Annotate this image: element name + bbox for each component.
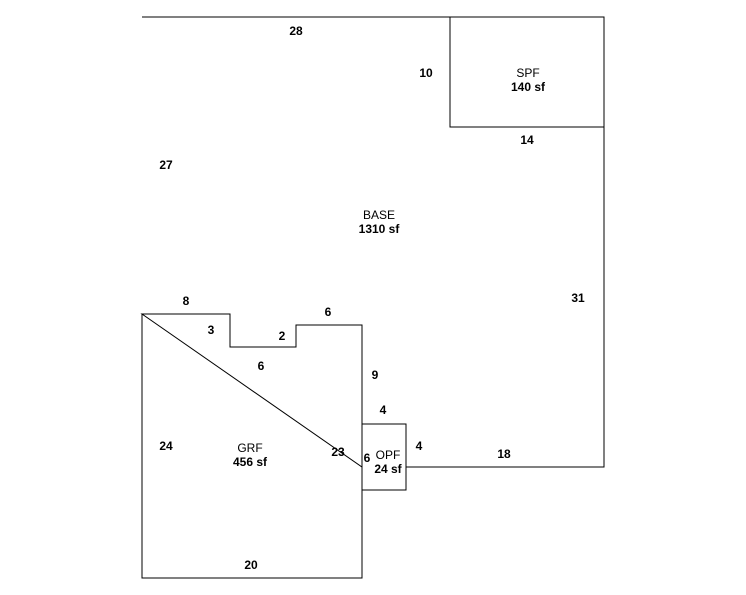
dim-base-top: 28 bbox=[289, 24, 303, 38]
opf-outline bbox=[361, 423, 407, 491]
spf-area-label: SPF 140 sf bbox=[511, 66, 545, 94]
dim-opf-top: 4 bbox=[379, 403, 387, 417]
dim-spf-left: 10 bbox=[419, 66, 433, 80]
base-area-label: BASE 1310 sf bbox=[359, 208, 400, 236]
dim-grf-bottom: 20 bbox=[244, 558, 258, 572]
spf-area-name: SPF bbox=[516, 66, 540, 80]
dim-spf-bottom: 14 bbox=[520, 133, 534, 147]
grf-area-sf: 456 sf bbox=[232, 455, 268, 469]
dim-grf-right: 23 bbox=[331, 445, 345, 459]
dim-opf-right: 4 bbox=[415, 439, 423, 453]
dim-notch-top: 8 bbox=[182, 294, 190, 308]
grf-outline bbox=[141, 314, 363, 579]
dim-base-left: 27 bbox=[159, 158, 173, 172]
base-area-sf: 1310 sf bbox=[358, 222, 400, 236]
grf-area-name: GRF bbox=[237, 441, 263, 455]
dim-notch-top-right: 6 bbox=[324, 305, 332, 319]
spf-outline bbox=[449, 17, 604, 128]
opf-area-sf: 24 sf bbox=[374, 462, 402, 476]
dim-notch-step: 2 bbox=[278, 329, 286, 343]
opf-area-name: OPF bbox=[375, 448, 401, 462]
dim-notch-left: 3 bbox=[207, 323, 215, 337]
dim-connector-vertical: 9 bbox=[371, 368, 379, 382]
opf-area-label: OPF 24 sf bbox=[374, 448, 401, 476]
base-area-name: BASE bbox=[362, 208, 396, 222]
spf-area-sf: 140 sf bbox=[510, 80, 546, 94]
dim-grf-left: 24 bbox=[159, 439, 173, 453]
base-outline bbox=[140, 16, 605, 468]
dim-base-right: 31 bbox=[571, 291, 585, 305]
dim-notch-bottom: 6 bbox=[257, 359, 265, 373]
dim-opf-left: 6 bbox=[363, 451, 371, 465]
dim-base-bottom-right: 18 bbox=[497, 447, 511, 461]
grf-area-label: GRF 456 sf bbox=[233, 441, 267, 469]
